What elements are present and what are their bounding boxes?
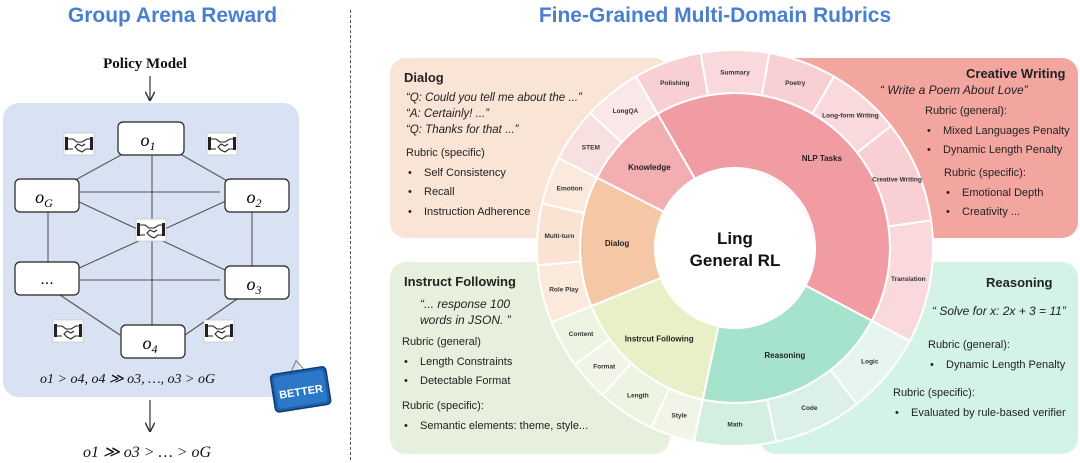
outer-label: Length: [627, 392, 649, 399]
center-label: General RL: [690, 251, 781, 270]
outer-label: LongQA: [613, 108, 639, 115]
node-o4: o4: [120, 324, 186, 359]
creative-specific: Rubric (specific): Emotional Depth Creat…: [944, 164, 1043, 223]
outer-label: Translation: [891, 276, 926, 283]
node-o2: o2: [224, 178, 290, 213]
node-oG: oG: [14, 178, 80, 213]
reasoning-title: Reasoning: [986, 275, 1053, 290]
outer-label: Long-form Writing: [822, 113, 879, 120]
dialog-quotes: “Q: Could you tell me about the ...” “A:…: [406, 92, 582, 136]
handshake-icon: [206, 132, 238, 156]
outer-label: Format: [593, 363, 616, 370]
node-o3: o3: [224, 265, 290, 300]
inner-label: Knowledge: [628, 163, 671, 172]
reasoning-quote: “ Solve for x: 2x + 3 = 11”: [932, 304, 1066, 318]
instruct-general: Rubric (general) Length Constraints Dete…: [402, 333, 512, 392]
outer-label: Logic: [861, 359, 879, 366]
right-title: Fine-Grained Multi-Domain Rubrics: [538, 4, 892, 27]
svg-text:o1: o1: [141, 130, 156, 153]
svg-text:o2: o2: [247, 187, 262, 210]
outer-label: Emotion: [557, 185, 583, 192]
outer-label: Summary: [720, 70, 750, 77]
handshake-icon: [203, 319, 235, 343]
instruct-title: Instruct Following: [404, 274, 516, 289]
inner-label: Instrcut Following: [625, 334, 694, 343]
center-circle: [656, 169, 814, 327]
outer-label: Polishing: [660, 80, 689, 87]
outer-label: Code: [801, 405, 818, 412]
outer-label: Creative Writing: [872, 177, 922, 184]
outer-label: Role Play: [549, 287, 579, 294]
svg-text:o4: o4: [143, 333, 158, 356]
dialog-rubric: Rubric (specific) Self Consistency Recal…: [406, 144, 530, 222]
outer-label: Poetry: [785, 80, 806, 87]
outer-label: Content: [569, 331, 594, 338]
outer-label: Math: [727, 422, 742, 429]
policy-model-label: Policy Model: [103, 56, 187, 72]
handshake-icon: [52, 319, 84, 343]
outer-label: Style: [671, 412, 687, 419]
group-arena-diagram: Policy Model o1 oG o2 ... o3: [3, 56, 332, 461]
inner-label: Dialog: [605, 239, 630, 248]
svg-text:o3: o3: [247, 274, 262, 297]
left-title: Group Arena Reward: [67, 4, 278, 27]
better-badge-icon: BETTER: [269, 359, 332, 413]
creative-title: Creative Writing: [966, 66, 1066, 81]
reasoning-general: Rubric (general): Dynamic Length Penalty: [928, 336, 1065, 375]
outer-label: STEM: [582, 145, 600, 152]
node-o1: o1: [117, 121, 185, 156]
pairwise-order: o1 > o4, o4 ≫ o3, …, o3 > oG: [40, 372, 215, 387]
reasoning-specific: Rubric (specific): Evaluated by rule-bas…: [893, 384, 1066, 423]
creative-quote: “ Write a Poem About Love”: [880, 83, 1028, 97]
dialog-title: Dialog: [404, 70, 444, 85]
dashed-divider: [350, 10, 351, 460]
creative-general: Rubric (general): Mixed Languages Penalt…: [925, 102, 1070, 161]
outer-segment: [588, 75, 659, 144]
instruct-specific: Rubric (specific): Semantic elements: th…: [402, 397, 588, 436]
final-ranking: o1 ≫ o3 > … > oG: [83, 444, 212, 461]
handshake-icon: [135, 218, 167, 242]
svg-text:...: ...: [40, 271, 53, 288]
inner-label: Reasoning: [764, 351, 805, 360]
instruct-quote: “... response 100 words in JSON. ”: [420, 297, 511, 327]
outer-label: Multi-turn: [544, 233, 574, 240]
handshake-icon: [63, 132, 95, 156]
svg-text:oG: oG: [35, 187, 53, 210]
center-label: Ling: [717, 229, 753, 248]
node-dots: ...: [14, 261, 80, 296]
inner-label: NLP Tasks: [802, 154, 843, 163]
